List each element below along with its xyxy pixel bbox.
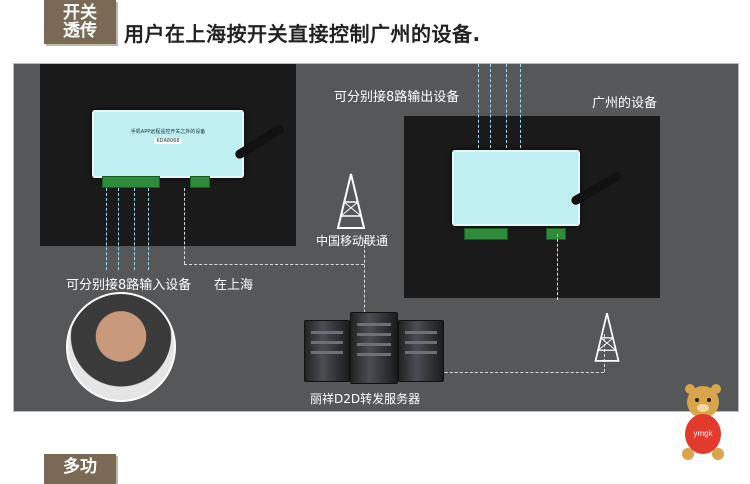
network-link	[364, 372, 604, 373]
badge-line-1: 开关	[63, 3, 97, 23]
cell-tower-icon	[594, 312, 620, 362]
page-title: 用户在上海按开关直接控制广州的设备.	[124, 22, 481, 46]
gz-terminal-left	[464, 228, 508, 240]
input-wire	[118, 188, 119, 270]
next-badge-line-1: 多功	[63, 457, 97, 477]
output-wire	[520, 64, 521, 148]
gz-terminal-right	[546, 228, 566, 240]
network-link	[184, 188, 185, 264]
next-section-badge: 多功	[44, 454, 116, 484]
section-badge: 开关 透传	[44, 0, 116, 44]
output-wire	[490, 64, 491, 148]
inputs-label: 可分别接8路输入设备	[66, 278, 192, 293]
network-link	[557, 234, 558, 300]
server-icon	[304, 320, 350, 382]
network-link	[184, 264, 364, 265]
output-wire	[506, 64, 507, 148]
shanghai-label: 在上海	[214, 278, 254, 293]
output-wire	[478, 64, 479, 148]
cell-tower-icon	[336, 173, 366, 229]
input-wire	[134, 188, 135, 270]
guangzhou-controller: ​	[452, 150, 580, 226]
badge-line-2: 透传	[63, 21, 97, 41]
input-terminal	[102, 176, 160, 188]
server-label: 丽祥D2D转发服务器	[310, 392, 421, 406]
guangzhou-label: 广州的设备	[592, 96, 658, 111]
guangzhou-device-photo: ​	[404, 116, 660, 298]
input-wire	[148, 188, 149, 270]
user-avatar	[66, 292, 176, 402]
device-tag-model: KDA8068	[154, 138, 182, 144]
server-icon	[350, 312, 398, 384]
shanghai-device-photo: 手机APP远程遥控开关之外的设备 KDA8068	[40, 64, 296, 246]
shanghai-controller: 手机APP远程遥控开关之外的设备 KDA8068	[92, 110, 244, 178]
device-tag-title: 手机APP远程遥控开关之外的设备	[130, 129, 206, 135]
bear-mascot-icon: ymgk	[682, 384, 724, 460]
network-link	[364, 240, 365, 372]
input-wire	[106, 188, 107, 270]
tower-label: 中国移动联通	[316, 234, 389, 248]
network-link	[604, 334, 605, 372]
server-icon	[398, 320, 444, 382]
output-terminal	[190, 176, 210, 188]
outputs-label: 可分别接8路输出设备	[334, 90, 460, 105]
mascot-text: ymgk	[693, 429, 713, 438]
